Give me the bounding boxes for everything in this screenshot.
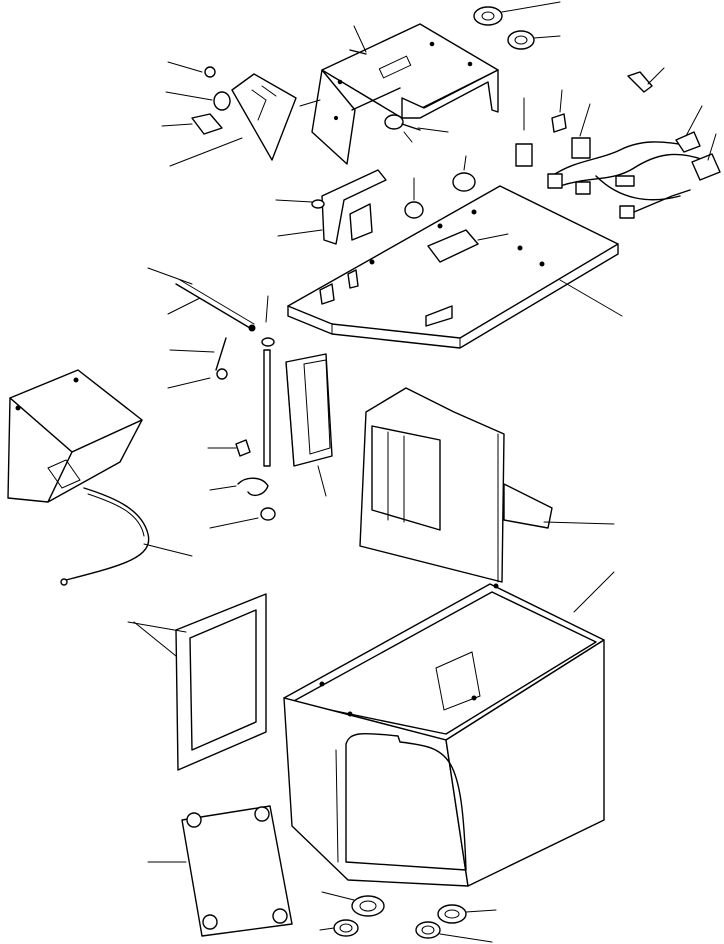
wiring-harness	[547, 105, 721, 219]
glass-panel-frame	[285, 353, 333, 497]
switch-plate	[169, 73, 297, 167]
main-plate	[287, 185, 623, 349]
switch-connector	[384, 114, 449, 143]
lower-cabinet	[283, 571, 615, 887]
relays-and-connectors	[515, 67, 665, 167]
upper-mounting-bracket	[311, 23, 499, 165]
window-frame	[127, 593, 267, 771]
rod-assembly	[147, 267, 276, 529]
throttle-cable	[60, 487, 193, 586]
foot-grommets	[319, 891, 497, 943]
side-housing	[7, 369, 143, 503]
plate-mounts	[404, 155, 476, 219]
inner-box	[359, 387, 615, 583]
switch-plate-parts	[161, 61, 321, 135]
cover-plate	[147, 805, 293, 937]
l-brackets	[275, 169, 387, 245]
top-grommets	[473, 1, 561, 50]
